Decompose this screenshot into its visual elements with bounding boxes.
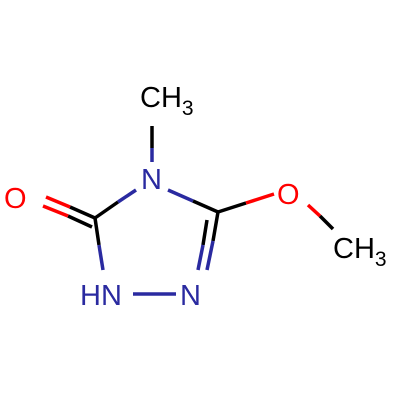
bond-n4-c3 — [117, 188, 137, 204]
atom-methyl-right: CH3 — [333, 233, 387, 271]
bond-oether-methyl — [318, 214, 335, 231]
bond-n4-c3 — [94, 200, 119, 220]
bond-c3-o-double — [67, 214, 93, 229]
atom-methyl-top: CH3 — [140, 82, 194, 120]
bond-oether-methyl — [306, 203, 322, 218]
bond-c3-nh — [93, 217, 101, 246]
bond-n2-c5-double — [211, 211, 220, 242]
bond-c5-oether — [245, 192, 275, 205]
bond-c3-o-double — [45, 195, 71, 209]
atom-n2: N — [180, 280, 201, 312]
bond-n2-c5-double — [205, 240, 215, 271]
bond-c3-o-double — [42, 204, 69, 218]
atom-oxygen-carbonyl: O — [4, 183, 27, 215]
bond-n4-c5 — [167, 188, 194, 203]
bond-n2-c5-double — [201, 219, 209, 246]
bond-c5-oether — [217, 201, 247, 214]
bond-n2-c5-double — [196, 244, 205, 271]
bond-c3-o-double — [69, 205, 96, 220]
atom-oxygen-ether: O — [277, 179, 300, 211]
bond-c3-nh — [97, 244, 105, 271]
atom-nh: HN — [80, 280, 122, 312]
atom-n4: N — [141, 164, 162, 196]
bond-n4-c5 — [192, 199, 219, 214]
bonds — [42, 126, 335, 296]
atom-labels: CH3 N O O CH3 HN N — [4, 82, 387, 312]
